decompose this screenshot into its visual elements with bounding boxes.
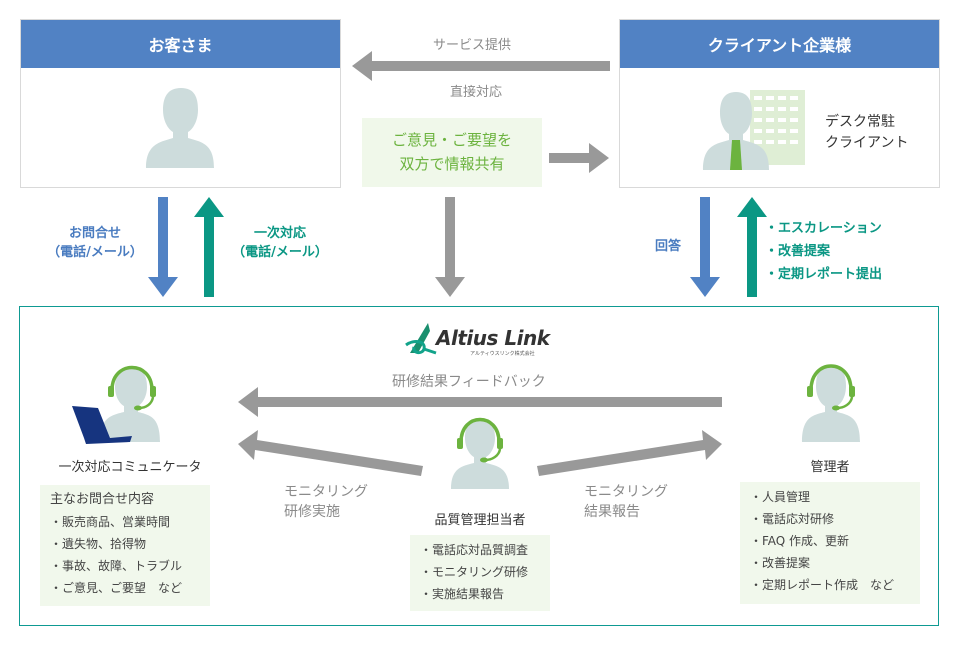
escalation-item: ・改善提案	[765, 244, 831, 259]
share-arrow-down	[435, 197, 465, 297]
client-box-title: クライアント企業様	[620, 20, 939, 68]
share-box: ご意見・ご要望を 双方で情報共有	[362, 118, 542, 187]
client-desc: デスク常駐 クライアント	[825, 112, 908, 154]
service-label: サービス提供	[433, 38, 512, 53]
client-desc-line1: デスク常駐	[825, 114, 895, 130]
customer-person-icon	[146, 88, 214, 168]
escalation-list: ・エスカレーション ・改善提案 ・定期レポート提出	[765, 217, 882, 286]
share-arrow-right	[549, 143, 609, 173]
manager-info-box: ・人員管理 ・電話応対研修 ・FAQ 作成、更新 ・改善提案 ・定期レポート作成…	[740, 482, 920, 604]
qa-info-item: ・モニタリング研修	[420, 565, 529, 579]
monitoring-training-label: モニタリング 研修実施	[284, 482, 368, 522]
client-desc-line2: クライアント	[825, 135, 909, 151]
qa-info-item: ・電話応対品質調査	[420, 543, 529, 557]
manager-info-item: ・電話応対研修	[750, 512, 835, 526]
escalation-item: ・定期レポート提出	[765, 267, 883, 282]
altius-link-logo-text: Altius Link	[436, 326, 550, 350]
altius-link-frame	[19, 306, 939, 626]
direct-label: 直接対応	[450, 85, 503, 100]
qa-headset-person-icon	[451, 417, 509, 489]
inquiry-arrow-down	[148, 197, 178, 297]
manager-title: 管理者	[810, 460, 850, 475]
communicator-info-box: 主なお問合せ内容 ・販売商品、営業時間 ・遺失物、拾得物 ・事故、故障、トラブル…	[40, 485, 210, 606]
inquiry-line2: （電話/メール）	[47, 245, 143, 260]
inquiry-label: お問合せ （電話/メール）	[40, 224, 150, 262]
monitoring-report-label: モニタリング 結果報告	[584, 482, 668, 522]
escalation-arrow-up	[737, 197, 767, 297]
altius-link-logo-subtext: アルティウスリンク株式会社	[470, 351, 535, 357]
qa-info-item: ・実施結果報告	[420, 587, 505, 601]
first-response-line2: （電話/メール）	[232, 245, 328, 260]
monitoring-training-line1: モニタリング	[284, 484, 368, 500]
manager-info-item: ・人員管理	[750, 490, 811, 504]
customer-box-title: お客さま	[21, 20, 340, 68]
communicator-headset-person-icon	[72, 365, 160, 444]
service-arrow-left	[352, 51, 610, 81]
communicator-info-title: 主なお問合せ内容	[50, 492, 155, 507]
first-response-label: 一次対応 （電話/メール）	[225, 224, 335, 262]
communicator-info-item: ・販売商品、営業時間	[50, 515, 171, 529]
manager-headset-person-icon	[802, 364, 860, 442]
client-box: クライアント企業様 デスク常駐 クライアント	[619, 19, 940, 188]
client-person-icon	[703, 92, 769, 170]
qa-title: 品質管理担当者	[434, 513, 526, 528]
first-response-arrow-up	[194, 197, 224, 297]
answer-arrow-down	[690, 197, 720, 297]
first-response-line1: 一次対応	[253, 226, 306, 241]
monitoring-report-line2: 結果報告	[584, 504, 640, 520]
monitoring-training-line2: 研修実施	[284, 504, 340, 520]
feedback-arrow-left	[238, 387, 722, 417]
share-line1: ご意見・ご要望を	[391, 131, 512, 149]
answer-label: 回答	[655, 239, 682, 254]
communicator-info-item: ・ご意見、ご要望 など	[50, 581, 183, 595]
monitoring-training-arrow	[238, 430, 423, 476]
qa-info-box: ・電話応対品質調査 ・モニタリング研修 ・実施結果報告	[410, 535, 550, 611]
share-line2: 双方で情報共有	[399, 155, 505, 173]
escalation-item: ・エスカレーション	[765, 221, 882, 236]
communicator-title: 一次対応コミュニケータ	[58, 460, 202, 475]
feedback-label: 研修結果フィードバック	[392, 374, 546, 390]
monitoring-report-line1: モニタリング	[584, 484, 668, 500]
manager-info-item: ・改善提案	[750, 556, 811, 570]
communicator-info-item: ・事故、故障、トラブル	[50, 559, 183, 573]
monitoring-report-arrow	[537, 430, 722, 476]
inquiry-line1: お問合せ	[68, 226, 121, 241]
manager-info-item: ・定期レポート作成 など	[750, 578, 895, 592]
communicator-info-item: ・遺失物、拾得物	[50, 537, 147, 551]
altius-link-logo-icon	[405, 323, 437, 355]
customer-box: お客さま	[20, 19, 341, 188]
manager-info-item: ・FAQ 作成、更新	[750, 534, 850, 548]
